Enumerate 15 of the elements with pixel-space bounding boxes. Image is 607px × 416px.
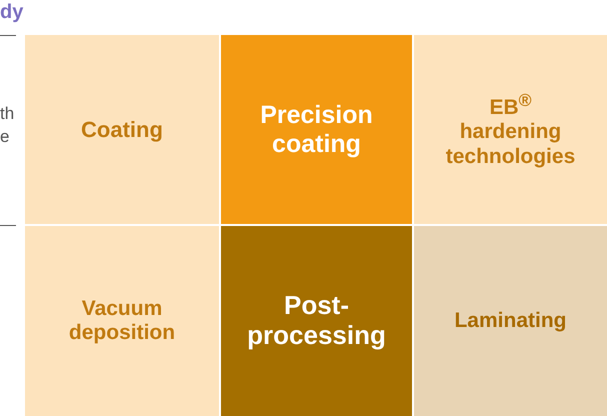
piece-label: EB$^{®}$ hardening technologies — [444, 90, 576, 169]
process-piece — [414, 226, 607, 416]
piece-label: Coating — [81, 116, 163, 142]
piece-label: Precision coating — [259, 100, 374, 158]
piece-label: Post-processing — [246, 291, 387, 351]
highlight-piece — [221, 35, 412, 224]
text-fragment: e — [0, 127, 10, 148]
process-piece — [414, 35, 607, 224]
heading-fragment: dy — [0, 0, 24, 24]
highlight-piece — [221, 226, 412, 416]
process-piece — [25, 226, 219, 416]
process-piece — [25, 35, 219, 224]
piece-label: Laminating — [454, 308, 566, 334]
piece-label: Vacuum deposition — [68, 296, 176, 346]
text-fragment: th — [0, 104, 14, 124]
